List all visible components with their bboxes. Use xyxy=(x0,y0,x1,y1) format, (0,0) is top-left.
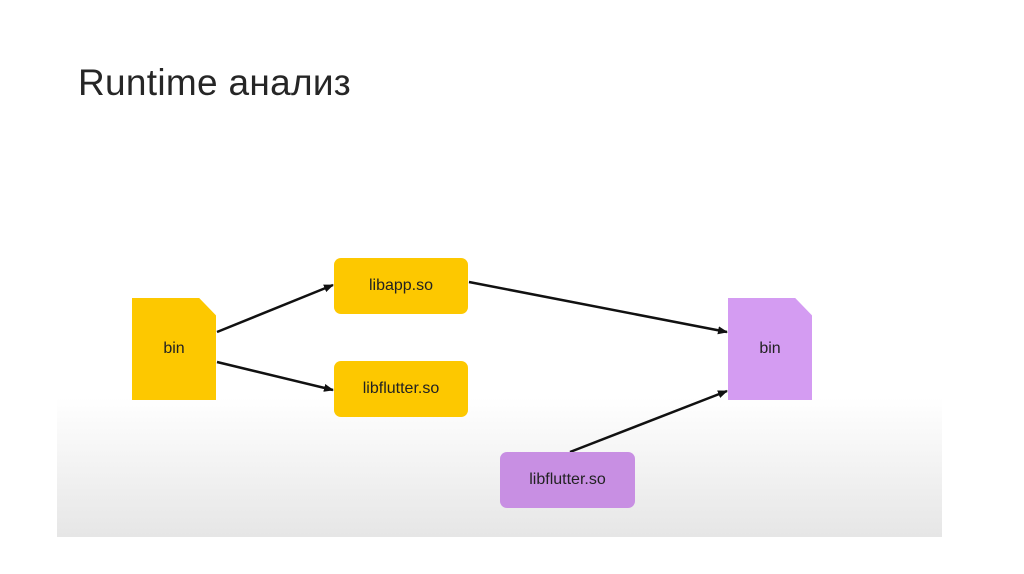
slide-title: Runtime анализ xyxy=(78,62,352,103)
bin-target-node: bin xyxy=(728,298,812,400)
node-label: libflutter.so xyxy=(362,380,440,397)
bin-source-node: bin xyxy=(132,298,216,400)
node-label: bin xyxy=(759,340,781,357)
node-label: libapp.so xyxy=(368,277,434,294)
arrow-bin-to-libflutter xyxy=(216,360,334,392)
libflutter-original-node: libflutter.so xyxy=(334,361,468,417)
node-label: libflutter.so xyxy=(529,471,606,488)
arrow-libapp-to-bin xyxy=(468,280,728,335)
arrow-bin-to-libapp xyxy=(216,283,334,334)
libapp-node: libapp.so xyxy=(334,258,468,314)
background-gradient xyxy=(57,398,942,537)
node-label: bin xyxy=(163,340,185,357)
libflutter-patched-node: libflutter.so xyxy=(500,452,635,508)
arrow-libflutter-patched-to-bin xyxy=(569,389,728,454)
